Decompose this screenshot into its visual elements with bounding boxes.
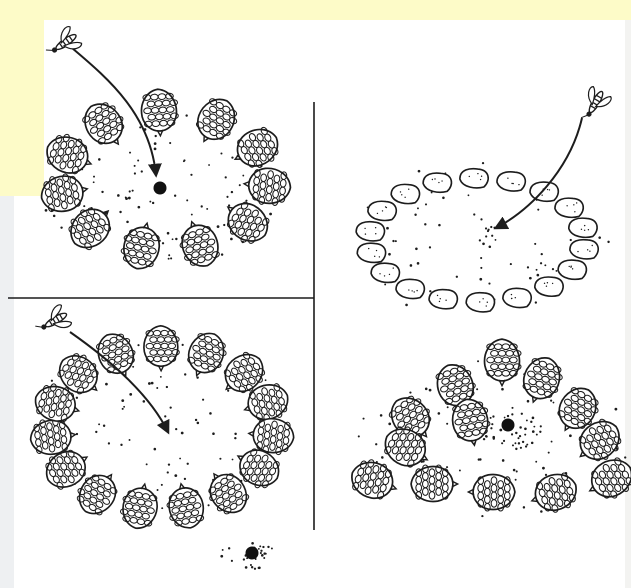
pine-cone <box>468 475 515 511</box>
stone <box>497 172 525 191</box>
pine-cone <box>227 122 285 176</box>
stone <box>530 182 558 201</box>
pine-cone <box>526 468 582 518</box>
stone <box>460 169 488 188</box>
stone <box>570 240 598 259</box>
pine-cone <box>485 339 521 386</box>
stone <box>396 279 424 298</box>
stone <box>503 288 531 307</box>
pine-cone <box>41 129 98 180</box>
stone <box>555 198 583 217</box>
stone <box>357 243 385 262</box>
stone <box>391 184 419 203</box>
stone-group <box>356 169 598 312</box>
stone <box>356 222 384 241</box>
pine-cone <box>411 465 458 501</box>
pine-cone <box>242 166 291 206</box>
nest-marks <box>487 230 489 232</box>
wasp <box>42 25 83 63</box>
wasp <box>32 304 73 341</box>
pine-cone <box>189 92 244 150</box>
pine-cone <box>144 326 180 371</box>
nest-marks <box>490 226 492 228</box>
pine-cone <box>118 480 162 531</box>
pine-cone <box>92 327 143 383</box>
stone <box>371 263 399 282</box>
nest-marks <box>493 227 495 229</box>
stone <box>368 201 396 220</box>
nest-hole <box>246 547 259 560</box>
pine-cone <box>38 170 91 215</box>
pine-cone <box>181 327 231 382</box>
pine-cone-group <box>29 88 631 532</box>
stone <box>558 260 586 279</box>
stone <box>535 277 563 296</box>
pine-cone <box>346 455 402 505</box>
pine-cone <box>174 216 224 272</box>
pine-cone <box>163 480 207 532</box>
pine-cone <box>581 452 631 507</box>
stone <box>569 218 597 237</box>
pine-cone <box>118 219 164 273</box>
pine-cone <box>517 352 567 408</box>
nest-hole <box>502 419 515 432</box>
nest-marks <box>491 235 493 237</box>
stone <box>429 290 457 309</box>
stone <box>466 293 494 312</box>
nest-marks <box>485 235 487 237</box>
nest-marks <box>485 227 487 229</box>
stone <box>423 173 451 192</box>
nest-hole <box>154 182 167 195</box>
